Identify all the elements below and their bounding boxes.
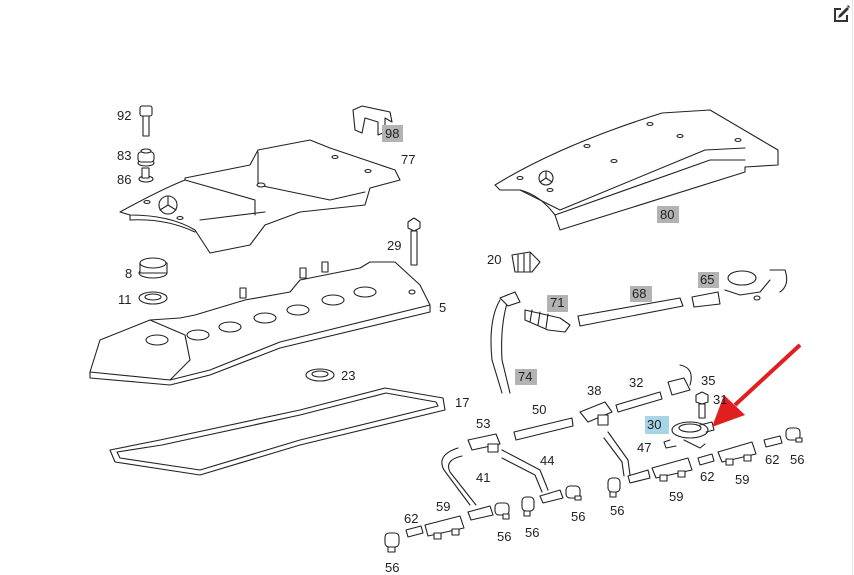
label-83[interactable]: 83	[117, 148, 131, 163]
hose-part-50[interactable]	[513, 417, 574, 441]
label-56-a[interactable]: 56	[385, 560, 399, 575]
label-41[interactable]: 41	[476, 470, 490, 485]
edit-icon	[834, 5, 850, 22]
label-20[interactable]: 20	[487, 252, 501, 267]
tee-part-38[interactable]	[579, 401, 613, 426]
seal-part-11[interactable]	[138, 291, 168, 305]
bolt-part-31[interactable]	[695, 391, 709, 419]
tee-part-59-middle[interactable]	[651, 457, 693, 482]
tee-connector-small-3[interactable]	[627, 469, 651, 484]
elbow-part-56-e[interactable]	[607, 477, 621, 498]
hose-part-62-middle[interactable]	[697, 453, 715, 466]
label-98[interactable]: 98	[385, 126, 399, 141]
hose-part-32[interactable]	[615, 391, 663, 413]
grommet-part-20[interactable]	[511, 251, 541, 273]
engine-cover-part[interactable]	[119, 139, 401, 254]
label-56-c[interactable]: 56	[525, 525, 539, 540]
hose-part-68[interactable]	[577, 297, 684, 327]
bolt-part-29[interactable]	[407, 217, 421, 266]
highlight-68	[630, 286, 652, 302]
highlight-30-selected	[645, 416, 669, 434]
label-80[interactable]: 80	[660, 207, 674, 222]
label-56-f[interactable]: 56	[790, 452, 804, 467]
elbow-part-56-c[interactable]	[521, 496, 535, 517]
stud-part-86[interactable]	[138, 167, 154, 183]
label-23[interactable]: 23	[341, 368, 355, 383]
cap-part-8[interactable]	[138, 257, 168, 279]
hose-part-44[interactable]	[501, 449, 549, 493]
top-cover-part-80[interactable]	[494, 109, 779, 231]
label-35[interactable]: 35	[701, 373, 715, 388]
label-38[interactable]: 38	[587, 383, 601, 398]
elbow-part-35[interactable]	[667, 364, 692, 396]
highlight-65	[698, 272, 719, 288]
label-53[interactable]: 53	[476, 416, 490, 431]
elbow-part-56-d[interactable]	[565, 485, 582, 501]
label-86[interactable]: 86	[117, 172, 131, 187]
tee-connector-small-2[interactable]	[539, 489, 564, 504]
tee-part-53[interactable]	[467, 433, 501, 453]
label-68[interactable]: 68	[632, 286, 646, 301]
connector-part-65[interactable]	[691, 291, 721, 308]
label-56-e[interactable]: 56	[610, 503, 624, 518]
label-56-d[interactable]: 56	[571, 509, 585, 524]
highlight-98	[382, 125, 403, 142]
label-11[interactable]: 11	[118, 292, 132, 307]
hose-part-62-right[interactable]	[763, 435, 783, 448]
tee-part-59-right[interactable]	[717, 441, 757, 466]
label-5[interactable]: 5	[439, 300, 446, 315]
highlight-80	[657, 206, 679, 223]
label-56-b[interactable]: 56	[497, 529, 511, 544]
label-92[interactable]: 92	[117, 108, 131, 123]
label-44[interactable]: 44	[540, 453, 554, 468]
label-32[interactable]: 32	[629, 375, 643, 390]
elbow-part-56-f[interactable]	[785, 427, 803, 443]
label-65[interactable]: 65	[700, 272, 714, 287]
highlight-71	[547, 295, 568, 312]
hose-part-41[interactable]	[441, 447, 477, 506]
label-62-right[interactable]: 62	[765, 452, 779, 467]
label-62-left[interactable]: 62	[404, 511, 418, 526]
valve-part-30[interactable]	[663, 421, 715, 449]
label-29[interactable]: 29	[387, 238, 401, 253]
grommet-part-83[interactable]	[137, 148, 155, 167]
hose-part-47[interactable]	[603, 431, 631, 477]
label-8[interactable]: 8	[125, 266, 132, 281]
cylinder-head-cover-part-5[interactable]	[89, 261, 431, 386]
red-arrow-pointer	[712, 343, 802, 427]
bellows-part-71[interactable]	[524, 309, 571, 333]
highlight-74	[515, 369, 537, 385]
label-17[interactable]: 17	[455, 395, 469, 410]
elbow-part-56-b[interactable]	[494, 502, 510, 520]
tee-part-59-left[interactable]	[424, 515, 465, 540]
label-31[interactable]: 31	[713, 392, 727, 407]
label-30[interactable]: 30	[647, 417, 661, 432]
label-47[interactable]: 47	[637, 440, 651, 455]
hose-part-74[interactable]	[490, 291, 521, 394]
label-71[interactable]: 71	[550, 295, 564, 310]
seal-part-23[interactable]	[305, 368, 335, 382]
label-59-left[interactable]: 59	[436, 499, 450, 514]
label-77[interactable]: 77	[401, 152, 415, 167]
label-74[interactable]: 74	[518, 369, 532, 384]
hose-part-62-left[interactable]	[405, 525, 424, 538]
label-62-middle[interactable]: 62	[700, 469, 714, 484]
bolt-part-92[interactable]	[139, 105, 153, 137]
gasket-part-17[interactable]	[109, 387, 446, 476]
edit-button[interactable]	[830, 2, 852, 24]
elbow-part-56-a[interactable]	[384, 532, 400, 553]
label-59-middle[interactable]: 59	[669, 489, 683, 504]
tee-connector-small-1[interactable]	[467, 505, 494, 521]
flange-part[interactable]	[724, 269, 788, 301]
label-50[interactable]: 50	[532, 402, 546, 417]
label-59-right[interactable]: 59	[735, 472, 749, 487]
